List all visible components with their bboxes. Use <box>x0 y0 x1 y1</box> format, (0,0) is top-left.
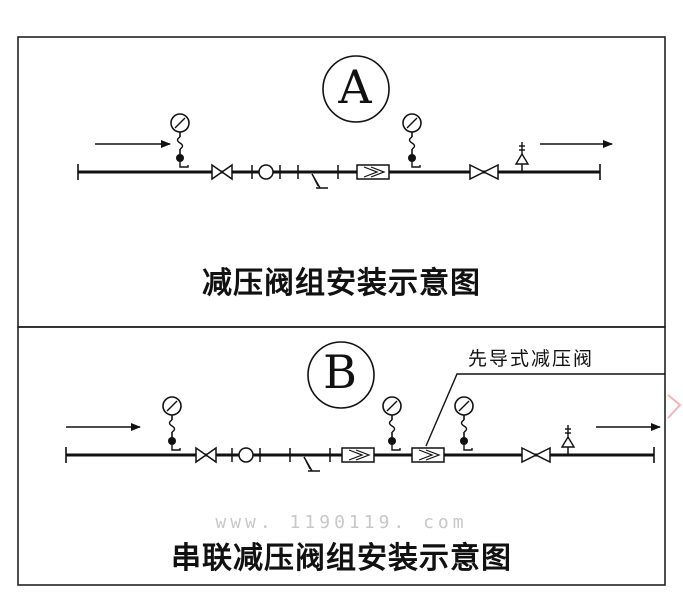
frame-b <box>17 326 666 586</box>
pressure-gauge-icon <box>170 113 190 168</box>
section-a-title: 减压阀组安装示意图 <box>202 266 481 301</box>
watermark: www. 1190119. com <box>215 512 468 533</box>
pilot-valve-callout: 先导式减压阀 <box>468 348 595 370</box>
gate-valve-icon <box>211 164 233 180</box>
gate-valve-icon <box>195 447 217 463</box>
relief-valve-icon <box>561 424 575 456</box>
pressure-reducing-valve-icon <box>341 447 375 463</box>
relief-valve-icon <box>515 141 529 173</box>
strainer-icon <box>297 164 339 189</box>
pressure-gauge-icon <box>162 396 182 451</box>
edge-mark-icon <box>667 394 682 419</box>
section-b-letter: B <box>323 345 357 399</box>
pressure-gauge-icon <box>402 113 422 168</box>
pressure-gauge-icon <box>454 396 474 451</box>
label-circle-a <box>322 55 390 123</box>
pressure-gauge-icon <box>382 396 402 451</box>
strainer-icon <box>289 447 331 472</box>
pressure-reducing-valve-icon <box>356 164 390 180</box>
check-valve-icon <box>521 447 551 463</box>
pilot-pressure-reducing-valve-icon <box>411 447 445 463</box>
section-b-title: 串联减压阀组安装示意图 <box>171 541 512 576</box>
check-valve-icon <box>469 164 499 180</box>
label-circle-b <box>307 341 375 409</box>
callout-leader-line <box>425 373 665 447</box>
section-a-letter: A <box>338 60 372 114</box>
pipe-a <box>77 164 601 180</box>
